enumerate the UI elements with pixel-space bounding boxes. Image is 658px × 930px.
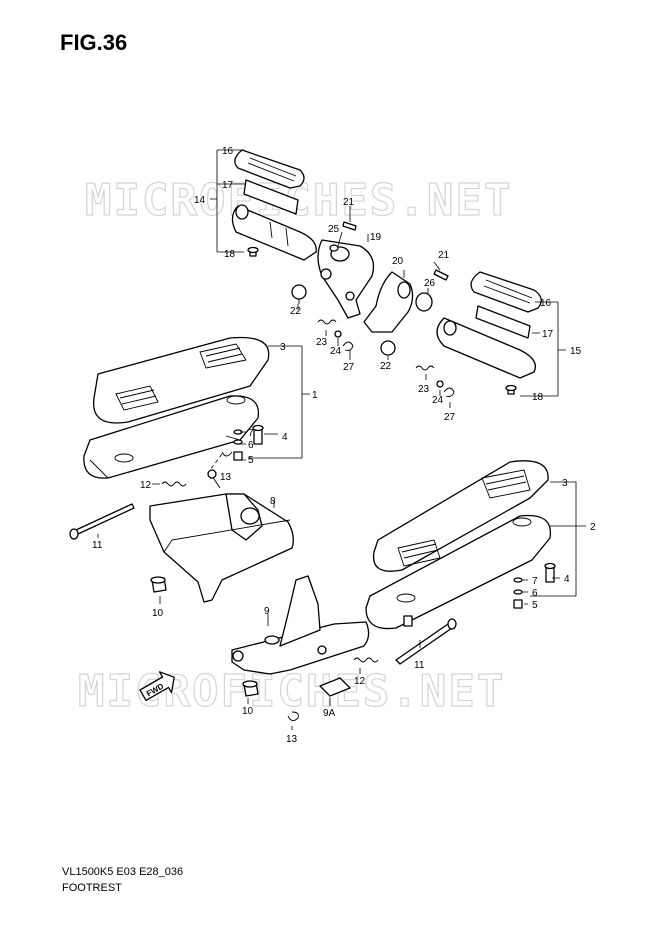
right-floorboard	[365, 460, 556, 630]
floorboard-plate-right	[365, 514, 552, 630]
callout-27-left: 27	[343, 362, 355, 373]
callout-22-right: 22	[380, 361, 392, 372]
callout-3-left: 3	[280, 342, 286, 353]
callout-13-left: 13	[220, 472, 232, 483]
bracket-20	[363, 271, 414, 333]
figure-title: FIG.36	[60, 30, 128, 55]
callout-6-right: 6	[532, 588, 538, 599]
callout-3-right: 3	[562, 478, 568, 489]
callout-8: 8	[270, 496, 276, 507]
floorboard-mat-left	[93, 336, 270, 424]
callout-13-right: 13	[286, 734, 298, 745]
ball-22-left	[291, 284, 307, 300]
callout-18-right: 18	[532, 392, 544, 403]
washer-24-left	[334, 330, 342, 338]
bolt-21-left	[342, 221, 357, 231]
callout-15: 15	[570, 346, 582, 357]
footpeg-body-left	[231, 205, 317, 261]
callout-25: 25	[328, 224, 340, 235]
bolt-11-right	[395, 623, 453, 665]
callout-12-right: 12	[354, 676, 366, 687]
floorboard-bracket-8	[149, 469, 294, 603]
callout-17-right: 17	[542, 329, 554, 340]
bolt-11-left	[75, 503, 135, 535]
callout-7-left: 7	[248, 428, 254, 439]
diagram-code: VL1500K5 E03 E28_036	[62, 866, 184, 878]
callout-9: 9	[264, 606, 270, 617]
callout-18-left: 18	[224, 249, 236, 260]
footpeg-rubber-right	[470, 271, 542, 313]
callout-14: 14	[194, 195, 206, 206]
callout-20: 20	[392, 256, 404, 267]
callout-23-left: 23	[316, 337, 328, 348]
left-floorboard	[83, 336, 270, 487]
left-footpeg-bracket	[291, 221, 375, 351]
callout-4-left: 4	[282, 432, 288, 443]
callout-19: 19	[370, 232, 382, 243]
leader-lines	[97, 149, 586, 730]
bracket-19	[317, 239, 375, 319]
callout-10-right: 10	[242, 706, 254, 717]
footpeg-plate-left	[243, 179, 299, 215]
callout-5-right: 5	[532, 600, 538, 611]
floorboard-bracket-9	[231, 575, 370, 675]
nut-5-right	[513, 599, 523, 609]
callout-11-right: 11	[414, 660, 425, 671]
callout-16-left: 16	[222, 146, 234, 157]
clip-13-left	[221, 451, 233, 457]
callout-2: 2	[590, 522, 596, 533]
callout-26: 26	[424, 278, 436, 289]
clip-27-right	[443, 387, 455, 397]
clip-27-left	[342, 341, 354, 351]
callout-4-right: 4	[564, 574, 570, 585]
callout-labels: 16 17 14 18 21 25 19 22 23 24 27 20 21 2…	[92, 146, 596, 745]
washer-6-left	[233, 439, 243, 445]
nut-5-left	[233, 451, 243, 461]
knuckle-26	[415, 292, 433, 312]
callout-22-left: 22	[290, 306, 302, 317]
callout-11-left: 11	[92, 540, 103, 551]
callout-10-left: 10	[152, 608, 164, 619]
callout-7-right: 7	[532, 576, 538, 587]
callout-21-left: 21	[343, 197, 355, 208]
callout-24-left: 24	[330, 346, 342, 357]
callout-9a: 9A	[323, 708, 336, 719]
washer-24-right	[436, 380, 444, 388]
callout-1: 1	[312, 390, 318, 401]
right-footpeg-bracket	[363, 269, 455, 397]
callout-23-right: 23	[418, 384, 430, 395]
callout-16-right: 16	[540, 298, 552, 309]
left-footpeg-assembly	[231, 149, 317, 261]
callout-21-right: 21	[438, 250, 450, 261]
washer-7-right	[513, 577, 523, 583]
callout-27-right: 27	[444, 412, 456, 423]
callout-6-left: 6	[248, 440, 254, 451]
right-footpeg-assembly	[436, 271, 542, 395]
callout-17-left: 17	[222, 180, 234, 191]
callout-12-left: 12	[140, 480, 152, 491]
footpeg-body-right	[436, 317, 537, 379]
washer-6-right	[513, 589, 523, 595]
spring-23-right	[415, 365, 435, 371]
spring-12-right	[353, 657, 379, 663]
callout-24-right: 24	[432, 395, 444, 406]
bolt-21-right	[433, 269, 449, 281]
ball-22-right	[380, 340, 396, 356]
spring-12-left	[161, 481, 187, 487]
spring-23-left	[317, 319, 337, 325]
diagram-caption: FOOTREST	[62, 882, 122, 894]
callout-5-left: 5	[248, 455, 254, 466]
clip-13-right	[287, 711, 299, 721]
footpeg-plate-right	[475, 305, 531, 339]
pad-9a	[319, 677, 351, 697]
